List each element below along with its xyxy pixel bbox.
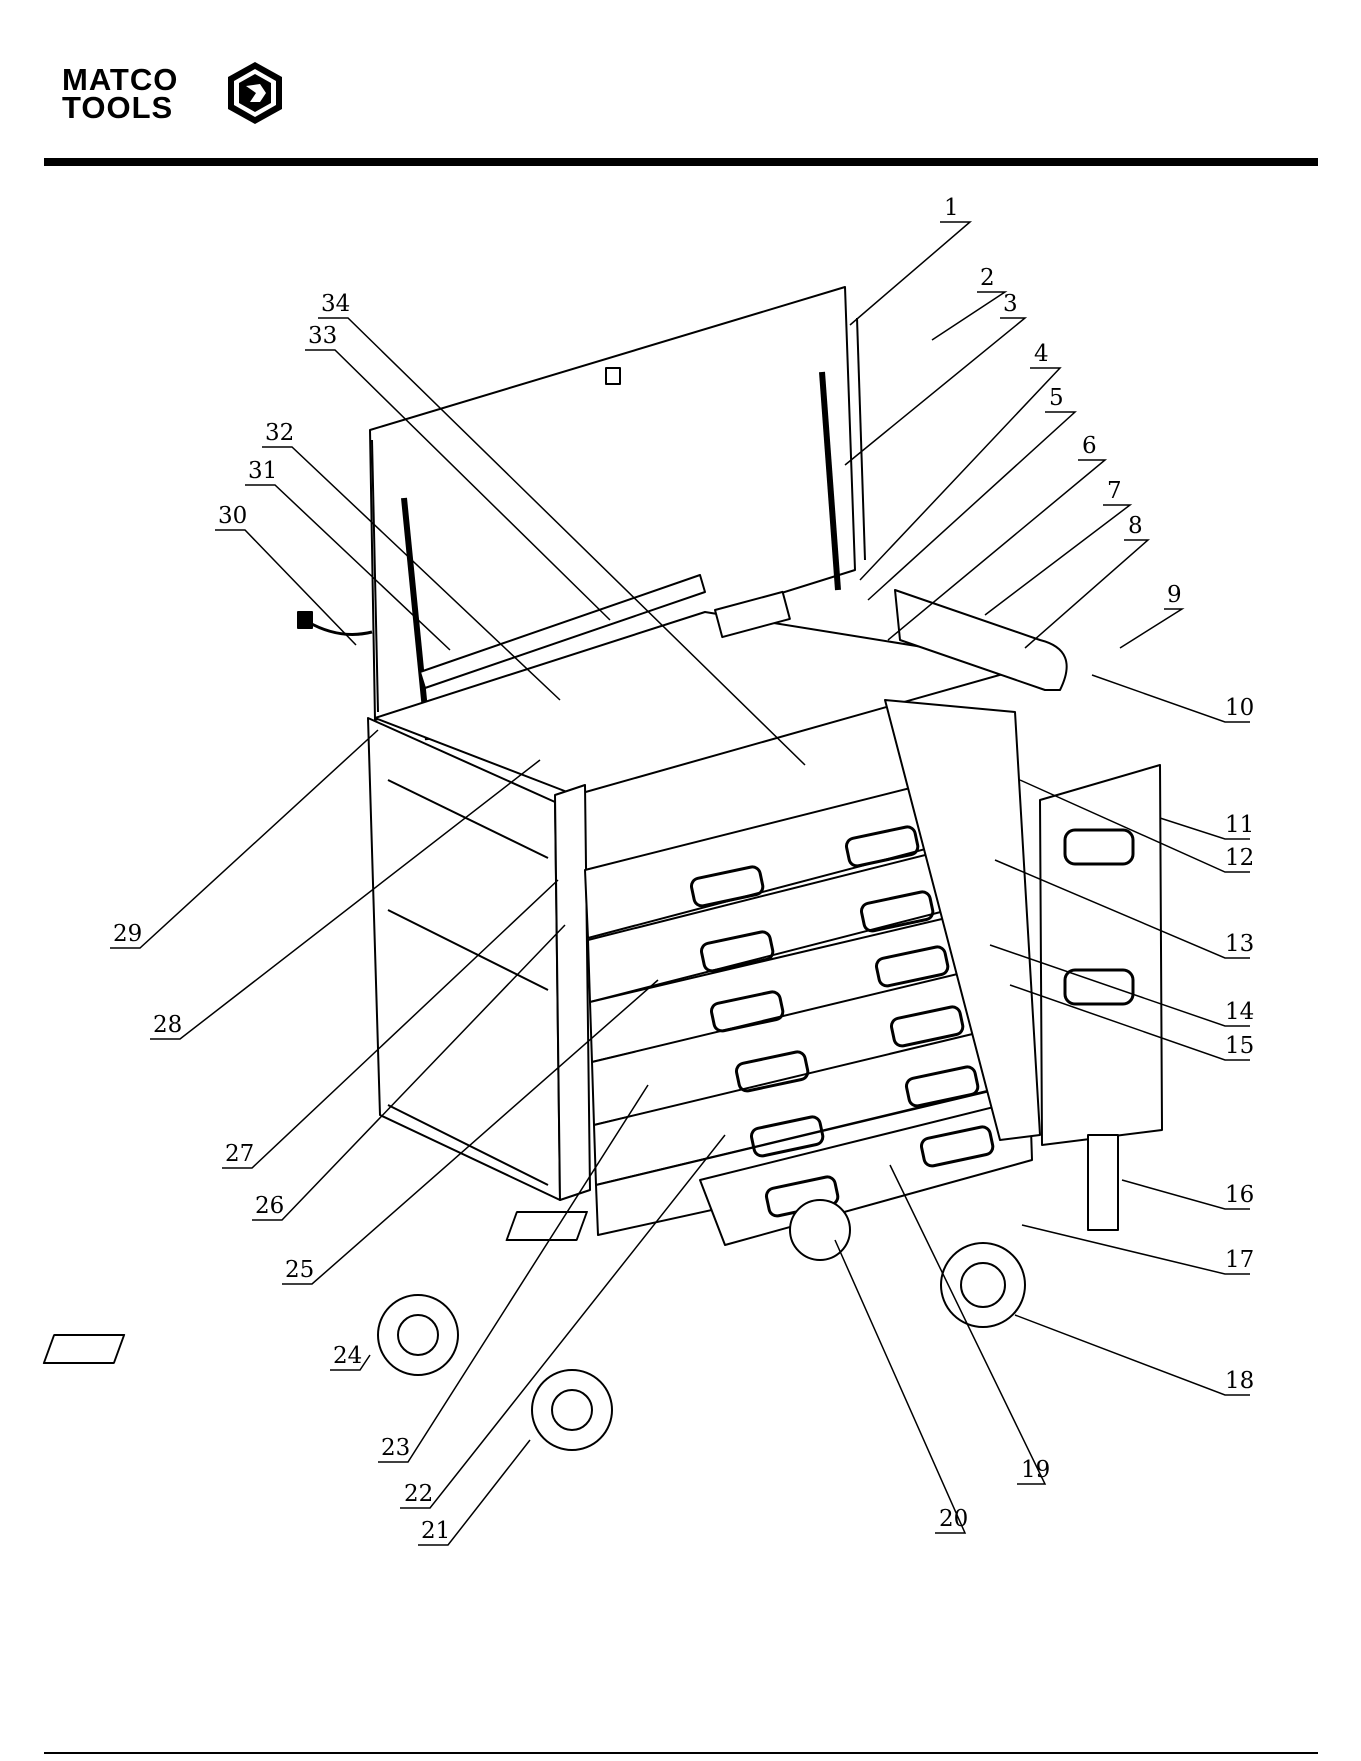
callout-24: 24 (333, 1343, 362, 1369)
callout-3: 3 (1003, 291, 1018, 317)
callout-15: 15 (1225, 1033, 1254, 1059)
footer-divider (44, 1752, 1318, 1754)
side-door (1040, 765, 1162, 1145)
callout-28: 28 (153, 1012, 182, 1038)
tool-cart-illustration (0, 287, 1162, 1450)
callout-14: 14 (1225, 999, 1254, 1025)
callout-17: 17 (1225, 1247, 1254, 1273)
callout-8: 8 (1128, 513, 1143, 539)
callout-34: 34 (321, 291, 350, 317)
callout-18: 18 (1225, 1368, 1254, 1394)
callout-31: 31 (248, 458, 277, 484)
front-post (555, 785, 590, 1200)
callout-29: 29 (113, 921, 142, 947)
callout-5: 5 (1049, 385, 1064, 411)
callout-19: 19 (1021, 1457, 1050, 1483)
callout-25: 25 (285, 1257, 314, 1283)
callout-23: 23 (381, 1435, 410, 1461)
callout-33: 33 (308, 323, 337, 349)
callout-20: 20 (939, 1506, 968, 1532)
casters (0, 1200, 1025, 1450)
callout-10: 10 (1225, 695, 1254, 721)
callout-7: 7 (1107, 478, 1122, 504)
callout-22: 22 (404, 1481, 433, 1507)
callout-21: 21 (421, 1518, 450, 1544)
callout-2: 2 (980, 265, 995, 291)
callout-32: 32 (265, 420, 294, 446)
cabinet-left-side (368, 718, 560, 1200)
callout-27: 27 (225, 1141, 254, 1167)
callout-4: 4 (1034, 341, 1049, 367)
callout-6: 6 (1082, 433, 1097, 459)
callout-16: 16 (1225, 1182, 1254, 1208)
callout-30: 30 (218, 503, 247, 529)
callout-9: 9 (1167, 582, 1182, 608)
callout-11: 11 (1225, 812, 1254, 838)
callout-1: 1 (944, 195, 959, 221)
power-outlet-accessory (1088, 1135, 1118, 1230)
callout-13: 13 (1225, 931, 1254, 957)
callout-26: 26 (255, 1193, 284, 1219)
callout-12: 12 (1225, 845, 1254, 871)
